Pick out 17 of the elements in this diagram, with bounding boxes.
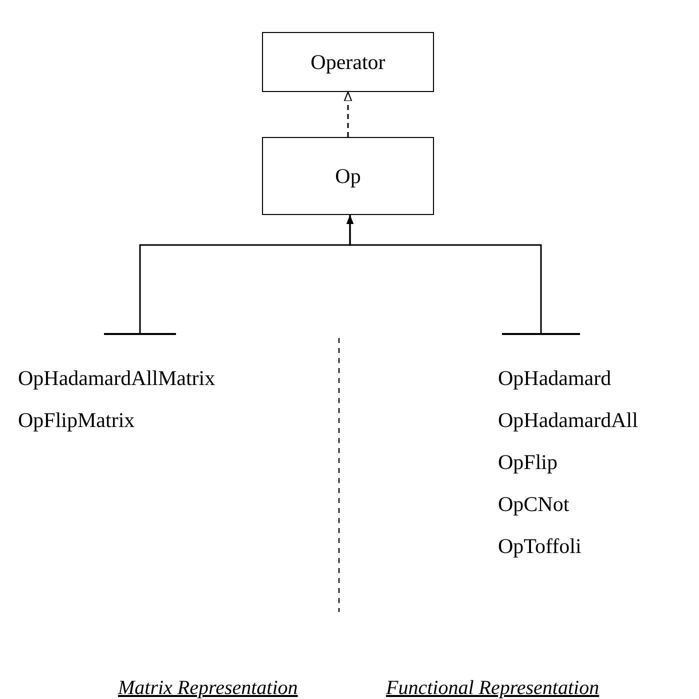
section-caption: Matrix Representation: [118, 678, 298, 698]
group-bar: [104, 333, 176, 337]
class-name: OpFlipMatrix: [18, 410, 135, 431]
class-name: Operator: [310, 50, 386, 74]
class-name: OpToffoli: [498, 536, 582, 557]
class-name: OpFlip: [498, 452, 558, 473]
arrow: [346, 215, 542, 333]
dashed-arrow: [344, 91, 352, 137]
group-bar: [502, 333, 580, 337]
class-box: [262, 32, 434, 92]
class-name: OpHadamard: [498, 368, 612, 389]
class-name: OpCNot: [498, 494, 570, 515]
section-caption: Functional Representation: [386, 678, 600, 698]
class-name: OpHadamardAllMatrix: [18, 368, 216, 389]
class-name: Op: [335, 164, 361, 188]
class-box: [262, 137, 434, 215]
class-name: OpHadamardAll: [498, 410, 638, 431]
